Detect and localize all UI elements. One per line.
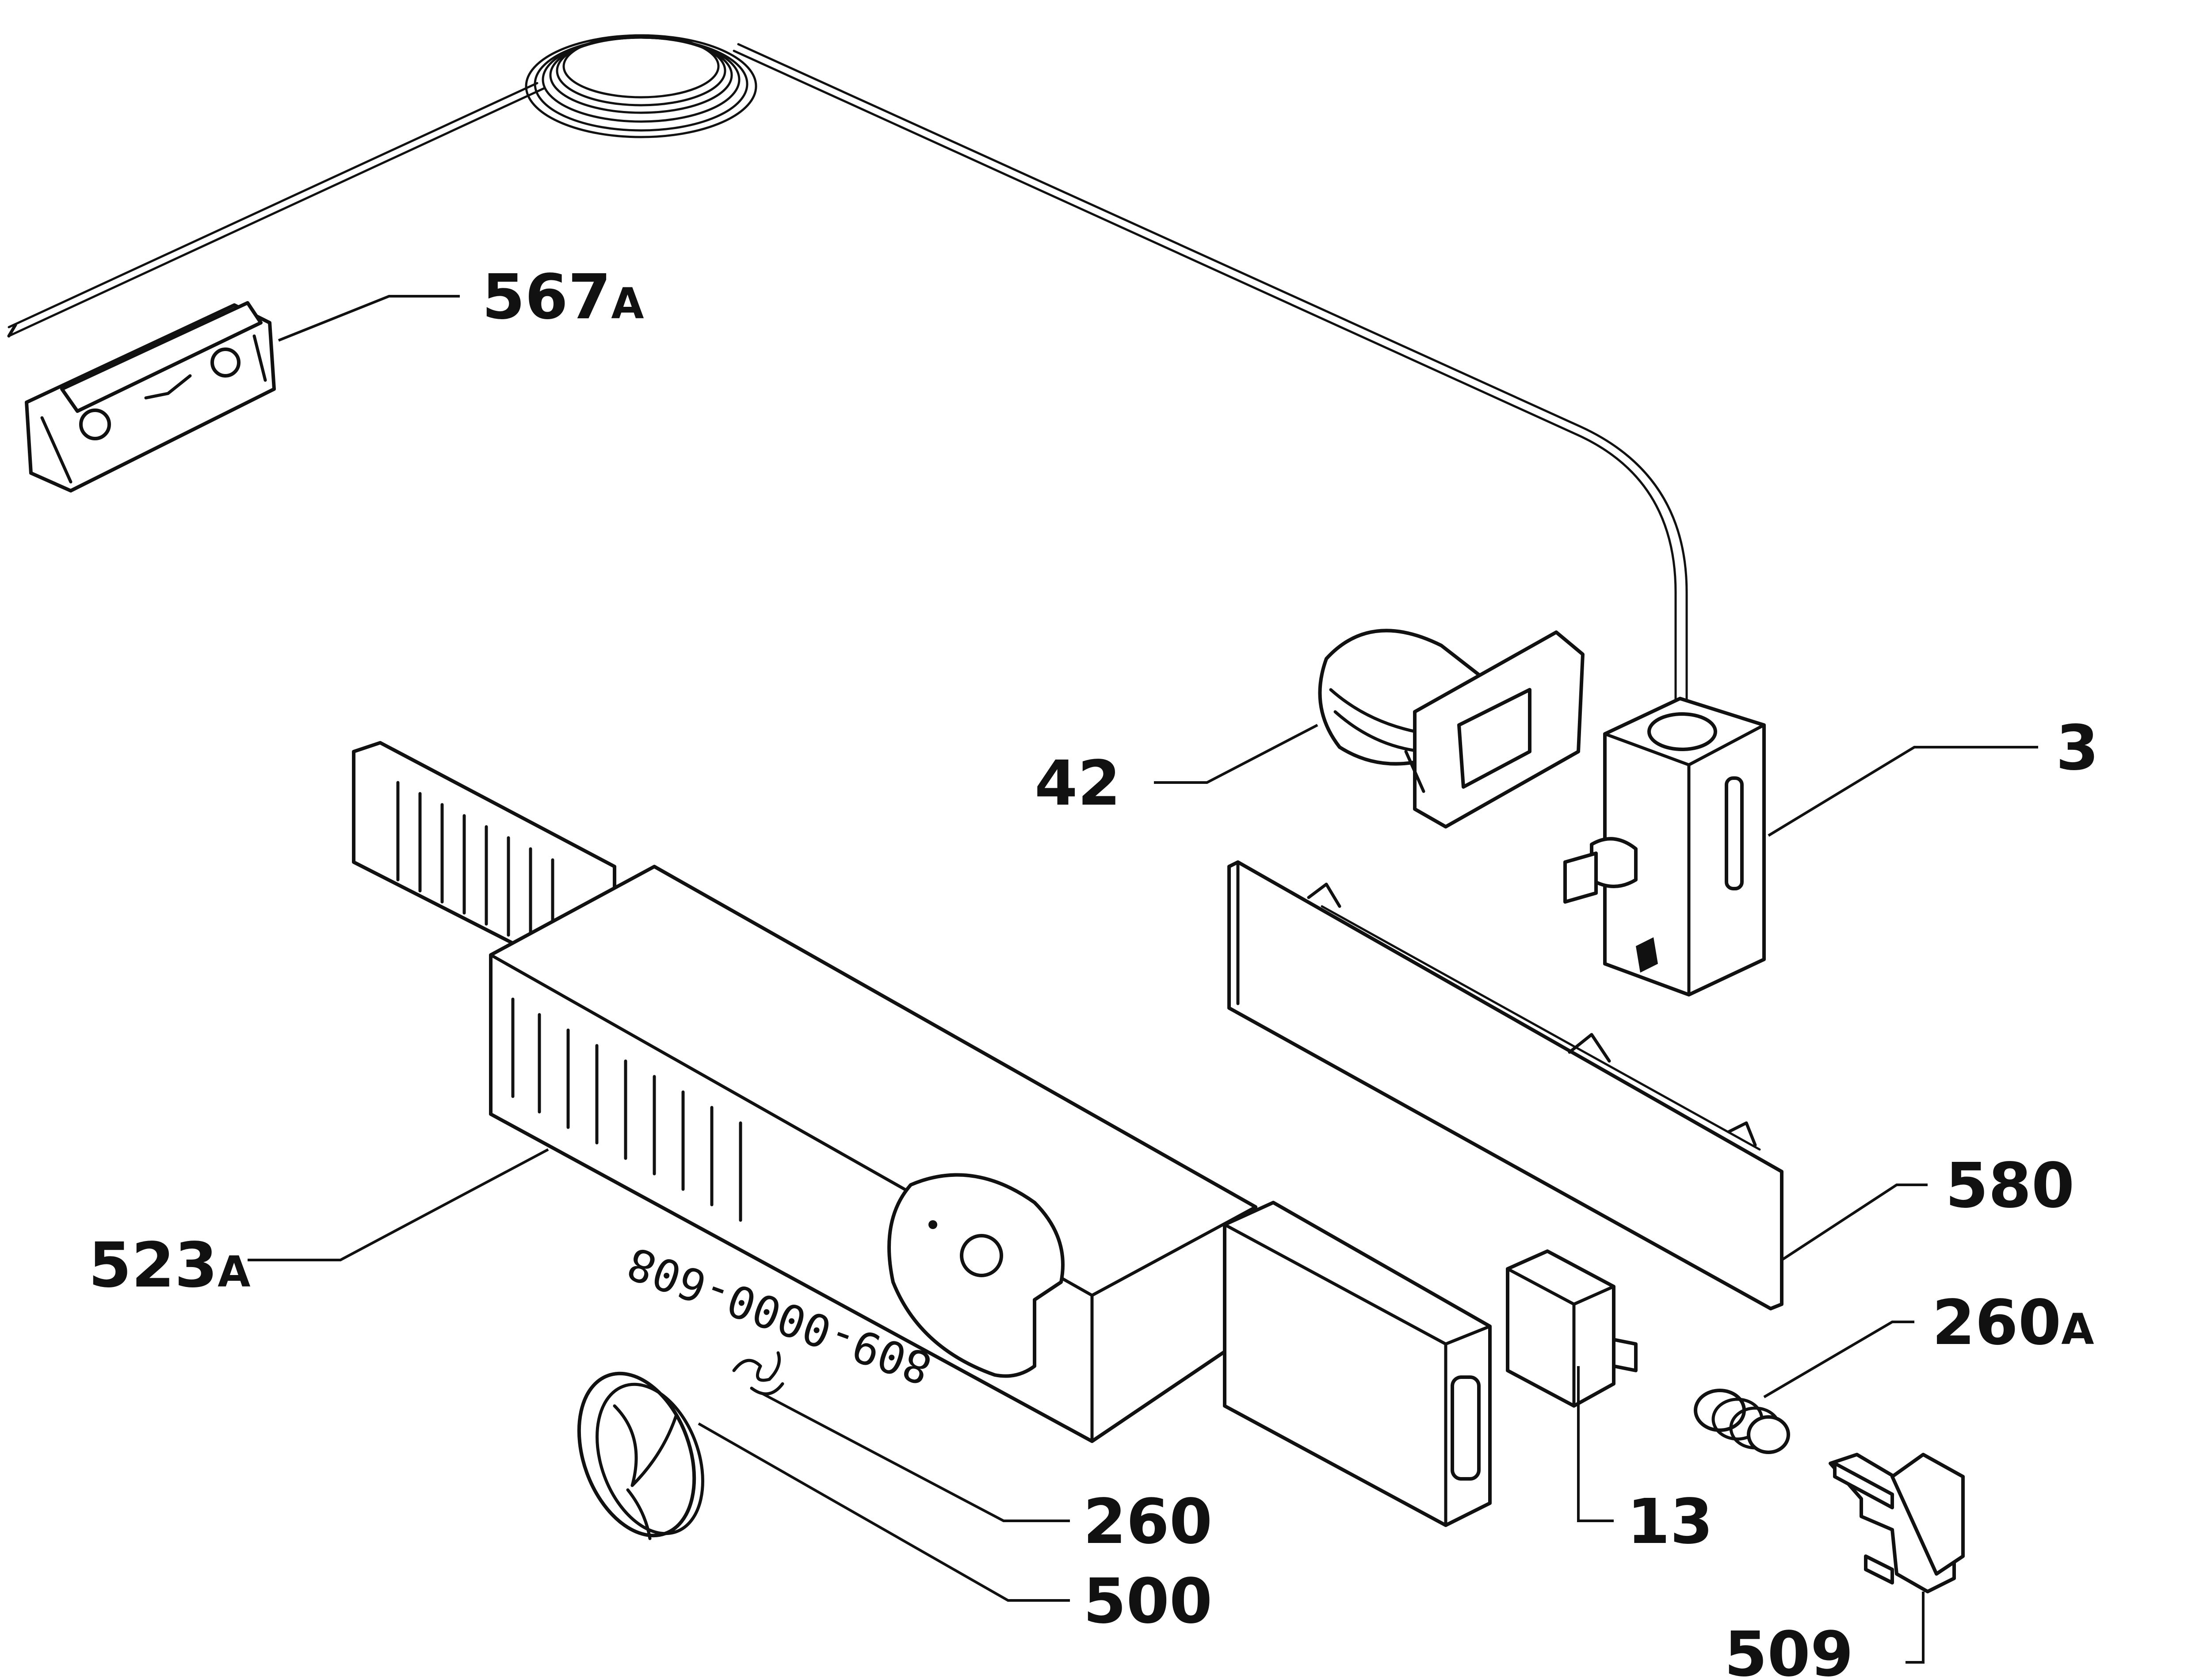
part-13-switch (1506, 1249, 1638, 1408)
part-509-push-button (1829, 1453, 1965, 1593)
part-42-lamp-holder (1318, 629, 1585, 829)
part-500-knob (577, 1371, 704, 1540)
cover-plate (1223, 1201, 1492, 1527)
label-500: 500 (1083, 1565, 1212, 1638)
label-42: 42 (1035, 748, 1121, 820)
capillary-tube (7, 34, 1688, 713)
part-260-clip (732, 1351, 784, 1396)
part-580-panel (1227, 860, 1783, 1310)
part-260a-spring (1694, 1389, 1790, 1454)
label-260a: 260A (1932, 1287, 2094, 1359)
label-3: 3 (2056, 712, 2099, 784)
label-260: 260 (1083, 1486, 1212, 1558)
part-567a-bracket (25, 301, 276, 493)
label-523a: 523A (88, 1229, 251, 1302)
label-13: 13 (1627, 1486, 1713, 1558)
label-509: 509 (1724, 1619, 1853, 1680)
label-580: 580 (1945, 1150, 2074, 1222)
leader-lines (248, 295, 2038, 1664)
part-3-thermostat (1563, 697, 1766, 997)
label-567a: 567A (482, 261, 644, 333)
part-523a-housing: 809-0000-608 (352, 741, 1257, 1443)
